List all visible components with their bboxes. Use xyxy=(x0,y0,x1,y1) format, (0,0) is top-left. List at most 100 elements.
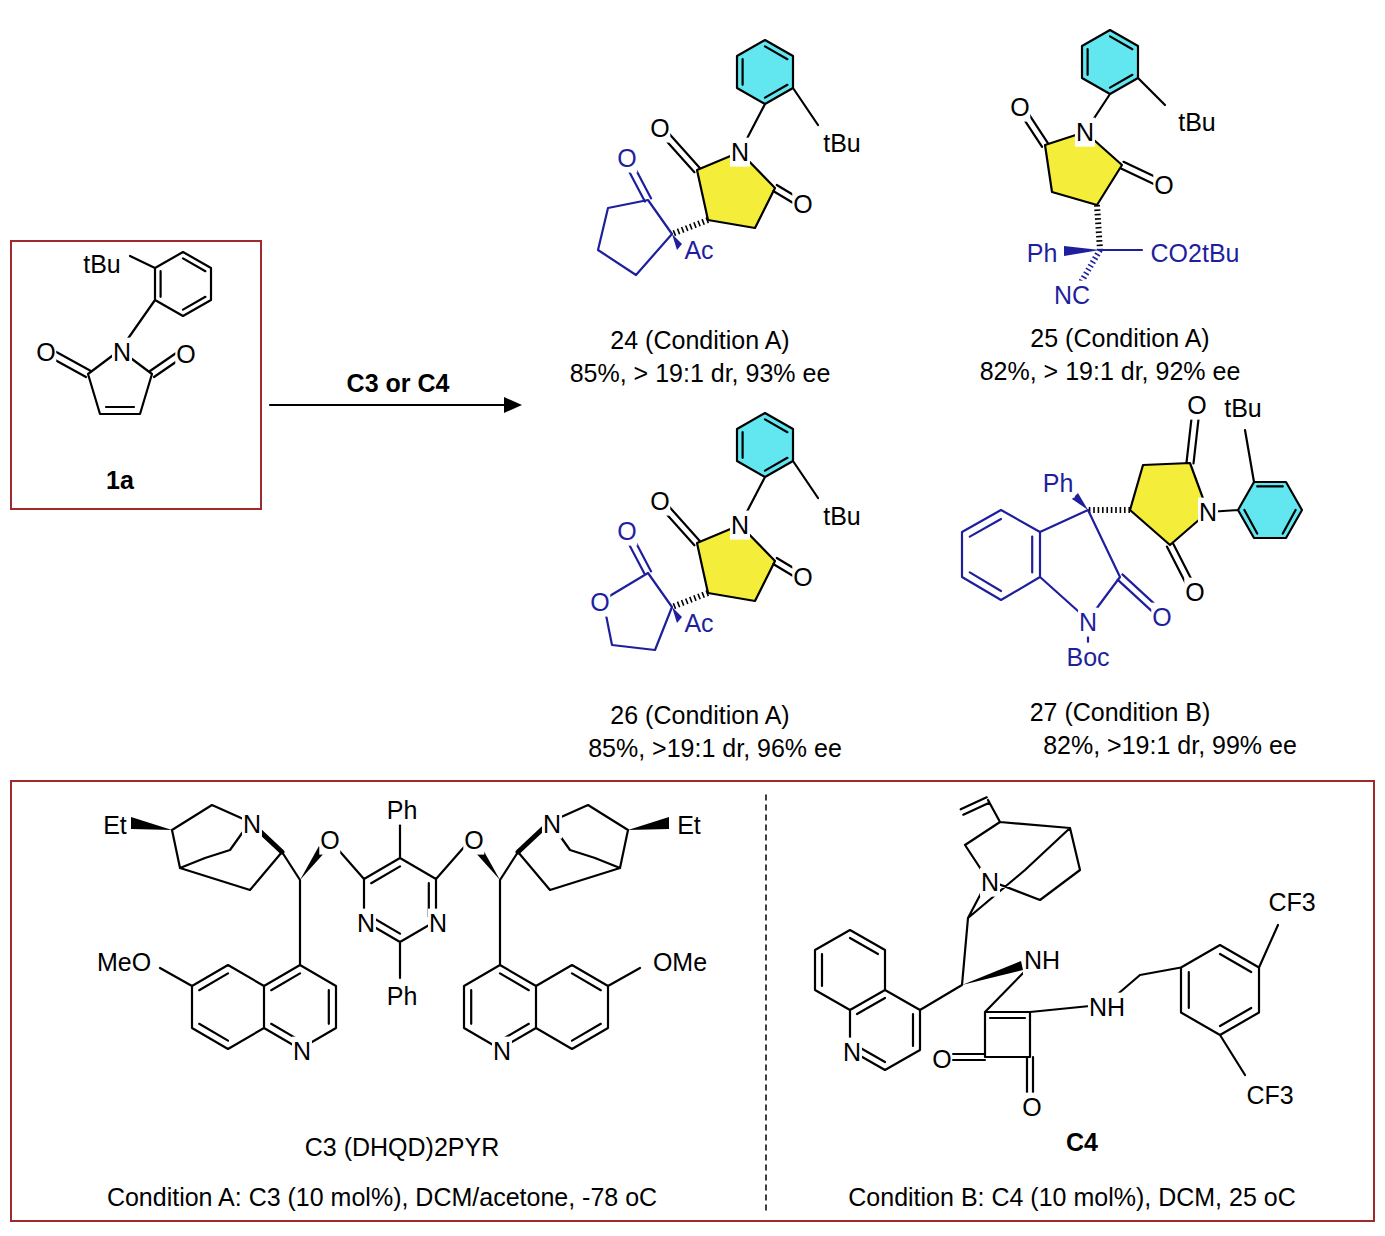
atom-label: N xyxy=(730,511,750,540)
wedge-bond xyxy=(672,607,682,623)
atom-label: Ph xyxy=(386,982,419,1011)
atom-label: O xyxy=(35,338,56,367)
aryl-highlight xyxy=(737,40,793,104)
panel-divider xyxy=(765,795,767,1215)
atom-label: tBu xyxy=(822,502,862,531)
atom-label: N xyxy=(842,1038,862,1067)
atom-label: O xyxy=(1153,171,1174,200)
atom-label: N xyxy=(1078,608,1098,637)
product-bonds xyxy=(660,413,818,601)
atom-label: O xyxy=(616,517,637,546)
compound-caption: 82%, > 19:1 dr, 92% ee xyxy=(979,357,1242,386)
nucleophile-bonds xyxy=(598,160,672,275)
wedge-bond xyxy=(962,961,1023,985)
atom-label: O xyxy=(792,190,813,219)
blue-bonds xyxy=(598,160,1160,650)
compound-caption: C4 xyxy=(1065,1128,1099,1157)
atom-label: O xyxy=(463,826,484,855)
atom-label: N xyxy=(356,909,376,938)
atom-label: O xyxy=(1009,93,1030,122)
atom-label: Et xyxy=(102,811,128,840)
nucleophile-bonds xyxy=(603,533,672,650)
atom-label: O xyxy=(1151,603,1172,632)
bold-bond xyxy=(250,822,550,852)
nucleophile-bonds xyxy=(962,510,1160,648)
atom-label: tBu xyxy=(1177,108,1217,137)
atom-label: OMe xyxy=(652,948,708,977)
atom-label: CF3 xyxy=(1267,888,1316,917)
atom-label: N xyxy=(242,810,262,839)
compound-caption: 82%, >19:1 dr, 99% ee xyxy=(1042,731,1298,760)
atom-label: O xyxy=(649,487,670,516)
highlight-fills xyxy=(697,30,1302,601)
atom-label: N xyxy=(112,338,132,367)
aryl-highlight xyxy=(1238,482,1302,538)
nucleophile-bonds xyxy=(1100,249,1142,251)
compound-caption: C3 or C4 xyxy=(346,369,451,398)
hashed-bond xyxy=(1097,205,1100,250)
compound-caption: C3 (DHQD)2PYR xyxy=(304,1133,500,1162)
atom-label: O xyxy=(1021,1093,1042,1122)
hashed-bond xyxy=(672,593,708,607)
atom-label: NC xyxy=(1053,281,1091,310)
product-bonds xyxy=(1130,410,1302,590)
atom-label: N xyxy=(292,1037,312,1066)
atom-label: CO2tBu xyxy=(1150,239,1241,268)
catalyst-c4-bonds xyxy=(815,797,1278,1096)
atom-label: NH xyxy=(1088,993,1126,1022)
compound-caption: 1a xyxy=(105,466,135,495)
atom-label: Ac xyxy=(683,236,714,265)
compound-caption: 24 (Condition A) xyxy=(609,326,790,355)
atom-label: O xyxy=(319,826,340,855)
atom-label: O xyxy=(792,563,813,592)
atom-label: N xyxy=(492,1037,512,1066)
aryl-highlight xyxy=(737,413,793,477)
atom-label: tBu xyxy=(1223,394,1263,423)
wedge-bond xyxy=(1064,246,1100,256)
catalyst-c3-bonds xyxy=(160,805,640,1049)
atom-label: Ph xyxy=(386,796,419,825)
succinimide-highlight xyxy=(1130,463,1208,545)
compound-caption: Condition A: C3 (10 mol%), DCM/acetone, … xyxy=(106,1183,658,1212)
aryl-highlight xyxy=(1082,30,1138,94)
atom-label: N xyxy=(542,810,562,839)
atom-label: O xyxy=(649,114,670,143)
maleimide-bonds xyxy=(46,252,211,414)
compound-caption: 26 (Condition A) xyxy=(609,701,790,730)
atom-label: O xyxy=(175,340,196,369)
black-wedges xyxy=(131,397,1023,985)
compound-caption: 85%, > 19:1 dr, 93% ee xyxy=(569,359,832,388)
atom-label: Ac xyxy=(683,609,714,638)
atom-label: tBu xyxy=(82,250,122,279)
product-bonds xyxy=(660,40,818,228)
atom-label: N xyxy=(428,909,448,938)
reaction-arrow xyxy=(270,404,510,406)
reactant-box: tBuO N O 1a xyxy=(10,240,262,510)
compound-caption: 25 (Condition A) xyxy=(1029,324,1210,353)
atom-label: Et xyxy=(676,811,702,840)
atom-label: O xyxy=(1184,578,1205,607)
atom-label: CF3 xyxy=(1245,1081,1294,1110)
atom-label: O xyxy=(931,1045,952,1074)
atom-label: NH xyxy=(1023,946,1061,975)
hashed-bond xyxy=(672,220,708,234)
wedge-bond xyxy=(1072,493,1088,510)
wedge-bond xyxy=(672,234,682,250)
atom-label: N xyxy=(1075,118,1095,147)
hashed-bond xyxy=(1080,250,1100,284)
atom-label: N xyxy=(980,868,1000,897)
atom-label: O xyxy=(1186,391,1207,420)
atom-label: N xyxy=(730,138,750,167)
compound-caption: 85%, >19:1 dr, 96% ee xyxy=(587,734,843,763)
atom-label: O xyxy=(616,144,637,173)
atom-label: MeO xyxy=(96,948,152,977)
atom-label: tBu xyxy=(822,129,862,158)
wedge-bond xyxy=(628,817,669,830)
product-bonds xyxy=(1019,30,1165,205)
black-bonds xyxy=(46,30,1302,1215)
compound-caption: 27 (Condition B) xyxy=(1029,698,1212,727)
wedge-bond xyxy=(131,817,172,830)
blue-wedges xyxy=(672,234,1100,623)
atom-label: N xyxy=(1198,498,1218,527)
